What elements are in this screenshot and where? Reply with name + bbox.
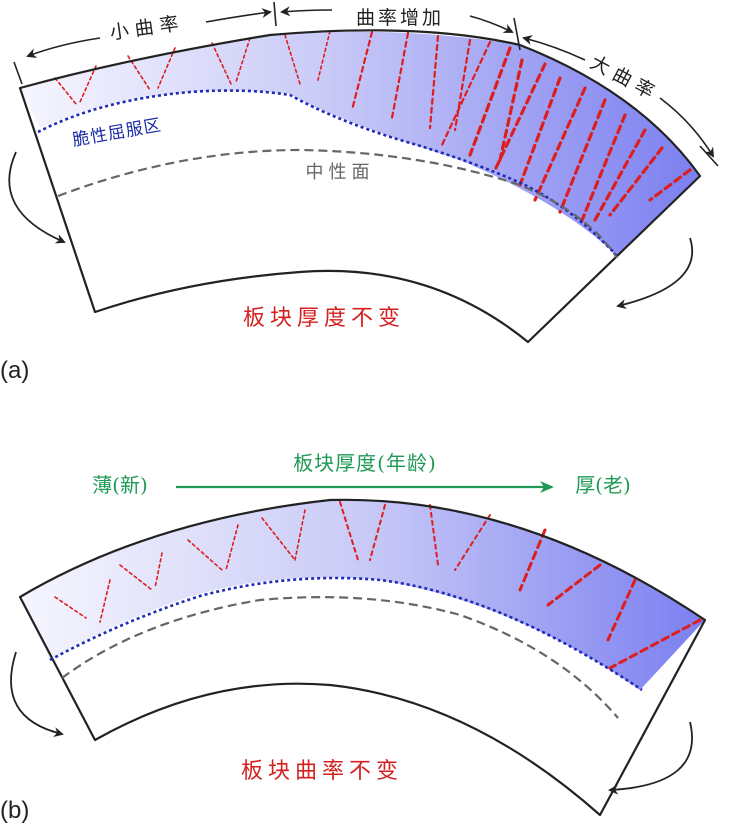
brittle-yield-boundary-a bbox=[37, 89, 618, 257]
faults-b bbox=[54, 501, 702, 670]
label-curvature-increase: 曲率增加 bbox=[356, 7, 444, 29]
panel-tag-a: (a) bbox=[0, 357, 29, 384]
panel-a: 小曲率 曲率增加 大曲率 脆性屈服区 中性面 板块厚度不变 (a) bbox=[0, 1, 719, 384]
brittle-zone-fill bbox=[20, 31, 700, 256]
label-thin-young: 薄(新) bbox=[92, 473, 148, 497]
rotation-arrow-right-b bbox=[608, 721, 693, 795]
curvature-dimension-lines bbox=[13, 1, 719, 167]
plate-outline-b bbox=[18, 498, 707, 817]
brittle-zone-fill-b bbox=[20, 499, 705, 690]
label-thickness-age: 板块厚度(年龄) bbox=[293, 451, 437, 475]
caption-a: 板块厚度不变 bbox=[243, 306, 405, 331]
label-neutral-surface: 中性面 bbox=[306, 162, 375, 183]
caption-b: 板块曲率不变 bbox=[241, 759, 403, 784]
rotation-arrow-left-b bbox=[10, 651, 64, 738]
label-small-curvature: 小曲率 bbox=[108, 12, 185, 44]
brittle-yield-boundary-b bbox=[49, 576, 643, 692]
rotation-arrow-right-a bbox=[616, 237, 694, 309]
label-brittle-zone: 脆性屈服区 bbox=[71, 115, 163, 150]
neutral-surface-a bbox=[57, 148, 618, 259]
panel-tag-b: (b) bbox=[0, 797, 29, 824]
label-thick-old: 厚(老) bbox=[575, 473, 631, 497]
faults-a bbox=[54, 30, 692, 227]
neutral-surface-b bbox=[61, 596, 619, 719]
panel-b: 薄(新) 板块厚度(年龄) 厚(老) bbox=[0, 451, 707, 824]
plate-outline-a bbox=[18, 29, 702, 344]
rotation-arrow-left-a bbox=[8, 151, 66, 244]
